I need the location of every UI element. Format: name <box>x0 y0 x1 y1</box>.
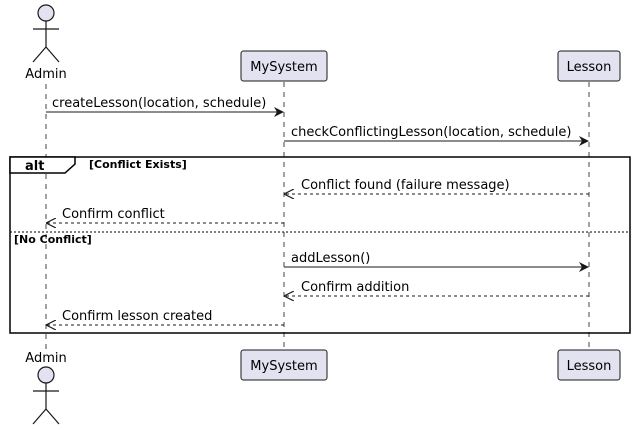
stick-figure-icon <box>32 4 60 63</box>
alt-fragment: alt [Conflict Exists] [No Conflict] <box>9 156 631 334</box>
message-label: addLesson() <box>291 251 370 266</box>
message-label: checkConflictingLesson(location, schedul… <box>291 125 571 140</box>
admin-label-bottom: Admin <box>25 351 66 366</box>
mysystem-participant-top: MySystem <box>240 50 328 82</box>
message-label: Confirm addition <box>301 280 409 295</box>
message-confirm-addition: Confirm addition <box>285 280 589 296</box>
message-label: Conflict found (failure message) <box>301 178 510 193</box>
message-label: createLesson(location, schedule) <box>52 96 266 111</box>
admin-actor-bottom: Admin <box>25 351 67 425</box>
message-check-conflicting-lesson: checkConflictingLesson(location, schedul… <box>284 125 589 146</box>
message-add-lesson: addLesson() <box>284 251 589 272</box>
mysystem-participant-bottom: MySystem <box>240 349 328 381</box>
message-label: Confirm lesson created <box>62 309 212 324</box>
message-label: Confirm conflict <box>62 207 165 222</box>
message-conflict-found: Conflict found (failure message) <box>285 178 589 194</box>
lesson-participant-top: Lesson <box>557 50 621 82</box>
lesson-label-top: Lesson <box>567 60 612 75</box>
admin-actor-top: Admin <box>25 4 67 82</box>
stick-figure-icon <box>32 366 60 425</box>
message-create-lesson: createLesson(location, schedule) <box>46 96 284 117</box>
mysystem-label-bottom: MySystem <box>250 359 317 374</box>
lesson-participant-bottom: Lesson <box>557 349 621 381</box>
alt-keyword: alt <box>25 159 44 174</box>
message-confirm-lesson-created: Confirm lesson created <box>47 309 284 325</box>
guard-conflict-exists: [Conflict Exists] <box>89 158 187 171</box>
guard-no-conflict: [No Conflict] <box>14 233 92 246</box>
admin-label-top: Admin <box>25 67 66 82</box>
mysystem-label-top: MySystem <box>250 60 317 75</box>
lesson-label-bottom: Lesson <box>567 359 612 374</box>
message-confirm-conflict: Confirm conflict <box>47 207 284 223</box>
